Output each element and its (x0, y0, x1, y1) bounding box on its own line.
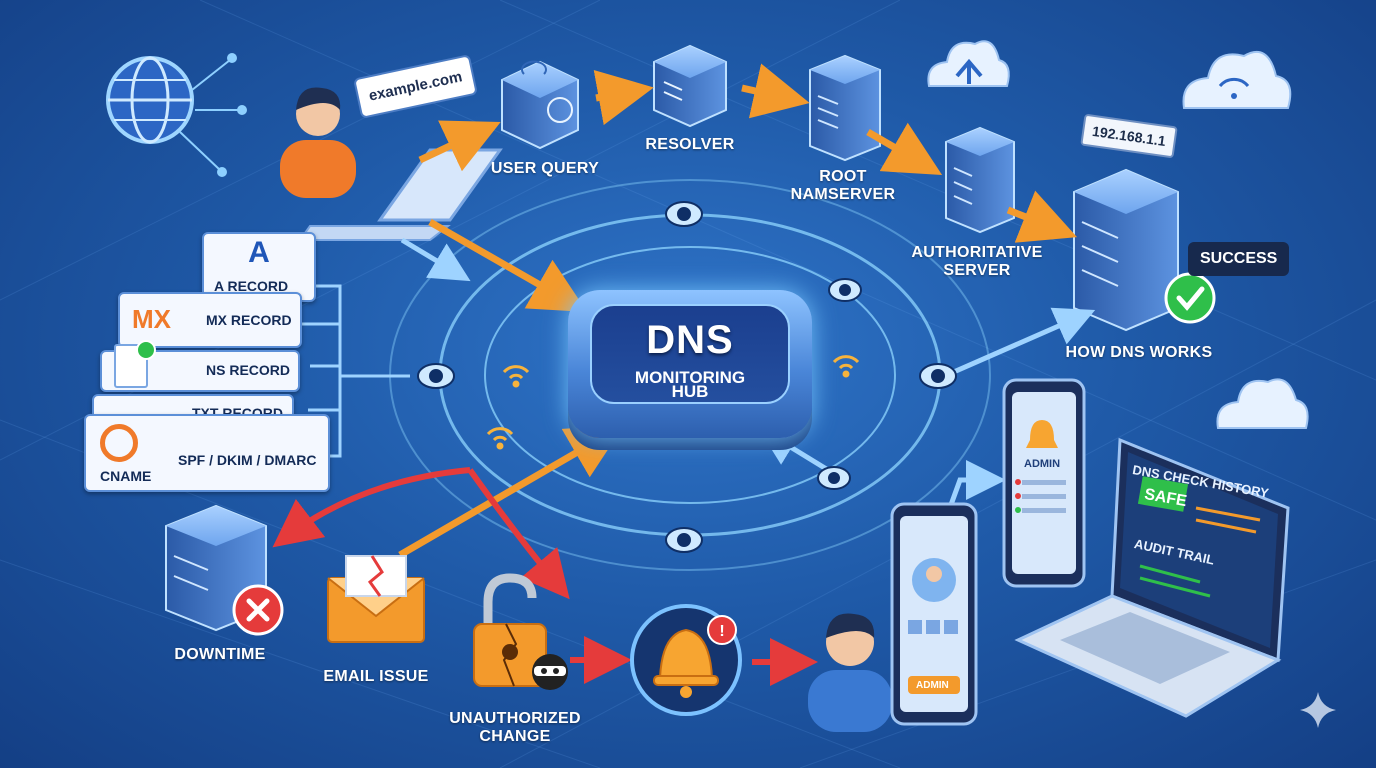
ns-record-label: NS RECORD (206, 362, 291, 378)
record-card-ns: NS RECORD (100, 340, 300, 392)
alert-arrows (272, 467, 818, 686)
phone-admin-button: ADMIN (916, 680, 949, 691)
record-card-mx: MX MX RECORD (118, 292, 302, 348)
alert-bell-icon: ! (630, 604, 742, 716)
hub-subtitle-line2: HUB (671, 382, 709, 401)
auth-label-line1: AUTHORITATIVE (911, 244, 1043, 261)
auth-label-line2: SERVER (943, 262, 1011, 279)
resolver-label: RESOLVER (645, 136, 735, 153)
flow-arrows (398, 63, 1078, 559)
sparkle-icon (1300, 692, 1336, 728)
authoritative-server-label: AUTHORITATIVE SERVER (902, 244, 1052, 280)
how-dns-works-label: HOW DNS WORKS (1065, 344, 1213, 361)
downtime-label: DOWNTIME (174, 646, 266, 663)
user-avatar-bottom (808, 613, 892, 732)
hub-screen: DNS MONITORING (590, 304, 790, 404)
phone-admin-label: ADMIN (1024, 458, 1061, 470)
a-record-label: A RECORD (214, 278, 289, 294)
result-server-stack (1073, 168, 1179, 332)
phone-device-large (890, 502, 978, 726)
root-label-line1: ROOT (819, 168, 867, 185)
eye-icon-sensors (417, 201, 957, 553)
broken-envelope-icon (327, 555, 425, 643)
success-check-icon (1164, 272, 1216, 324)
record-card-cname: SPF / DKIM / DMARC CNAME (84, 414, 330, 492)
cloud-wifi-icon (1182, 51, 1292, 109)
cname-label: CNAME (100, 468, 152, 484)
root-nameserver-label: ROOT NAMSERVER (778, 168, 908, 204)
hacker-icon (532, 654, 568, 690)
dns-monitoring-hub: DNS MONITORING HUB (568, 290, 812, 438)
a-record-glyph: A (248, 236, 270, 269)
link-chain-icon (100, 424, 138, 462)
error-x-icon (232, 584, 284, 636)
email-issue-label: EMAIL ISSUE (323, 668, 429, 685)
user-query-cube (501, 60, 579, 150)
wifi-signal-icons (486, 355, 860, 450)
success-badge: SUCCESS (1188, 242, 1290, 276)
cloud-icon-right (1216, 378, 1309, 429)
root-nameserver-server (809, 54, 881, 162)
user-avatar-top (280, 87, 356, 198)
globe-icon (106, 53, 247, 177)
hub-subtitle-line1: MONITORING (634, 368, 746, 387)
spf-dkim-dmarc-label: SPF / DKIM / DMARC (178, 452, 317, 468)
mx-record-glyph: MX (132, 304, 171, 334)
mx-record-label: MX RECORD (206, 312, 292, 328)
phone-device-small (1002, 378, 1086, 588)
hub-title: DNS (646, 318, 734, 362)
unauth-label-line2: CHANGE (479, 728, 551, 745)
unauthorized-change-label: UNAUTHORIZED CHANGE (440, 710, 590, 746)
cloud-upload-icon (927, 40, 1010, 87)
unauth-label-line1: UNAUTHORIZED (449, 710, 581, 727)
user-query-label: USER QUERY (490, 160, 600, 177)
record-card-a: A A RECORD (202, 232, 316, 302)
resolver-cube (653, 44, 727, 128)
laptop-device (1014, 437, 1290, 718)
broken-lock-icon (473, 573, 547, 687)
authoritative-server (945, 126, 1015, 234)
svg-text:!: ! (719, 623, 724, 640)
document-check-icon (114, 340, 156, 388)
root-label-line2: NAMSERVER (790, 186, 896, 203)
